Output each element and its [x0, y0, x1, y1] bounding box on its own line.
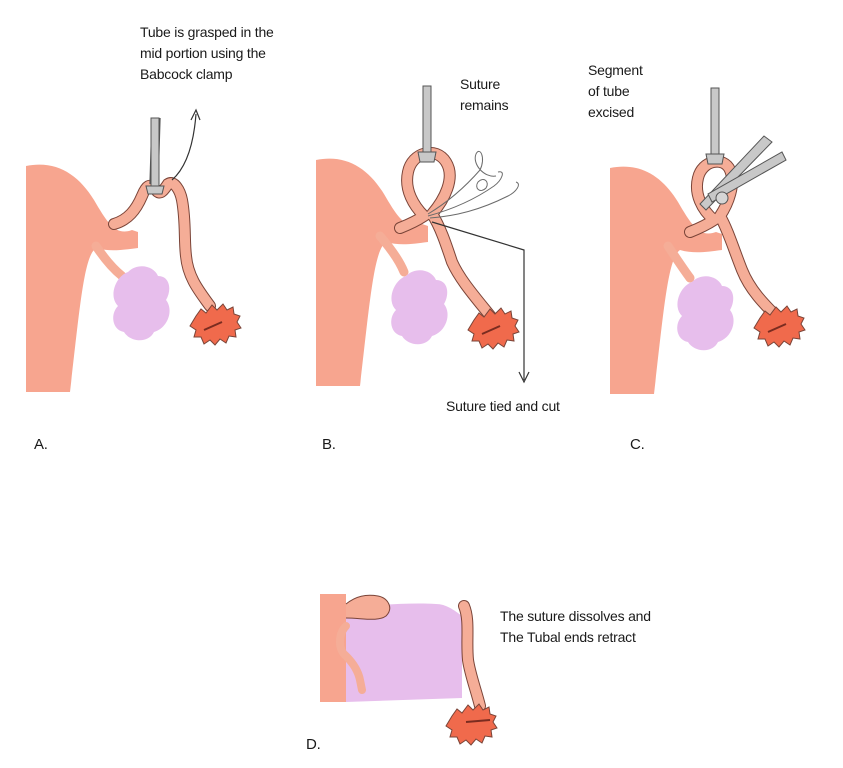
- broad-ligament-d: [346, 603, 462, 702]
- segment-excised-line-1: Segment: [588, 62, 643, 78]
- babcock-clamp-b: [417, 85, 437, 163]
- clamp-annotation-arrow: [171, 113, 197, 181]
- panel-a-illustration: [26, 108, 242, 392]
- panel-label-d: D.: [306, 736, 321, 753]
- fallopian-tube-a: [109, 178, 215, 311]
- clamp-annotation-line-3: Babcock clamp: [140, 66, 233, 82]
- ovary-a: [113, 266, 170, 341]
- suture-dissolves-line-2: The Tubal ends retract: [500, 629, 636, 645]
- babcock-clamp-a: [145, 117, 165, 195]
- clamp-annotation: Tube is grasped in the mid portion using…: [140, 22, 274, 85]
- babcock-clamp-c: [705, 87, 725, 165]
- panel-d-illustration: [320, 594, 498, 746]
- proximal-tube-end-d: [345, 594, 391, 620]
- segment-excised-annotation: Segment of tube excised: [588, 60, 643, 123]
- ovary-c: [677, 276, 734, 351]
- ovarian-ligament-c: [663, 241, 695, 283]
- distal-tube-end-d: [459, 601, 485, 711]
- ovarian-ligament-a: [91, 241, 127, 281]
- suture-tied-annotation: Suture tied and cut: [446, 398, 560, 414]
- panel-label-a: A.: [34, 436, 48, 453]
- fallopian-tube-loop-c: [685, 156, 783, 323]
- panel-b-illustration: [316, 85, 530, 386]
- suture-remains-line-2: remains: [460, 97, 509, 113]
- suture-dissolves-line-1: The suture dissolves and: [500, 608, 651, 624]
- segment-excised-line-2: of tube: [588, 83, 630, 99]
- panel-c-illustration: [610, 87, 806, 394]
- suture-dissolves-annotation: The suture dissolves and The Tubal ends …: [500, 606, 651, 648]
- fimbria-opening-a: [203, 321, 223, 331]
- clamp-annotation-line-1: Tube is grasped in the: [140, 24, 274, 40]
- suture-threads-b: [427, 150, 519, 219]
- clamp-annotation-line-2: mid portion using the: [140, 45, 266, 61]
- panel-label-b: B.: [322, 436, 336, 453]
- suture-remains-annotation: Suture remains: [460, 74, 509, 116]
- suture-tied-pointer: [431, 221, 525, 380]
- ovarian-ligament-b: [375, 231, 409, 277]
- segment-excised-line-3: excised: [588, 104, 635, 120]
- fimbria-d: [445, 703, 498, 746]
- fallopian-tube-loop-b: [395, 148, 497, 323]
- ovary-b: [391, 270, 448, 345]
- ovarian-ligament-d: [336, 622, 366, 694]
- panel-label-c: C.: [630, 436, 645, 453]
- suture-remains-line-1: Suture: [460, 76, 501, 92]
- scissors-c: [699, 135, 787, 211]
